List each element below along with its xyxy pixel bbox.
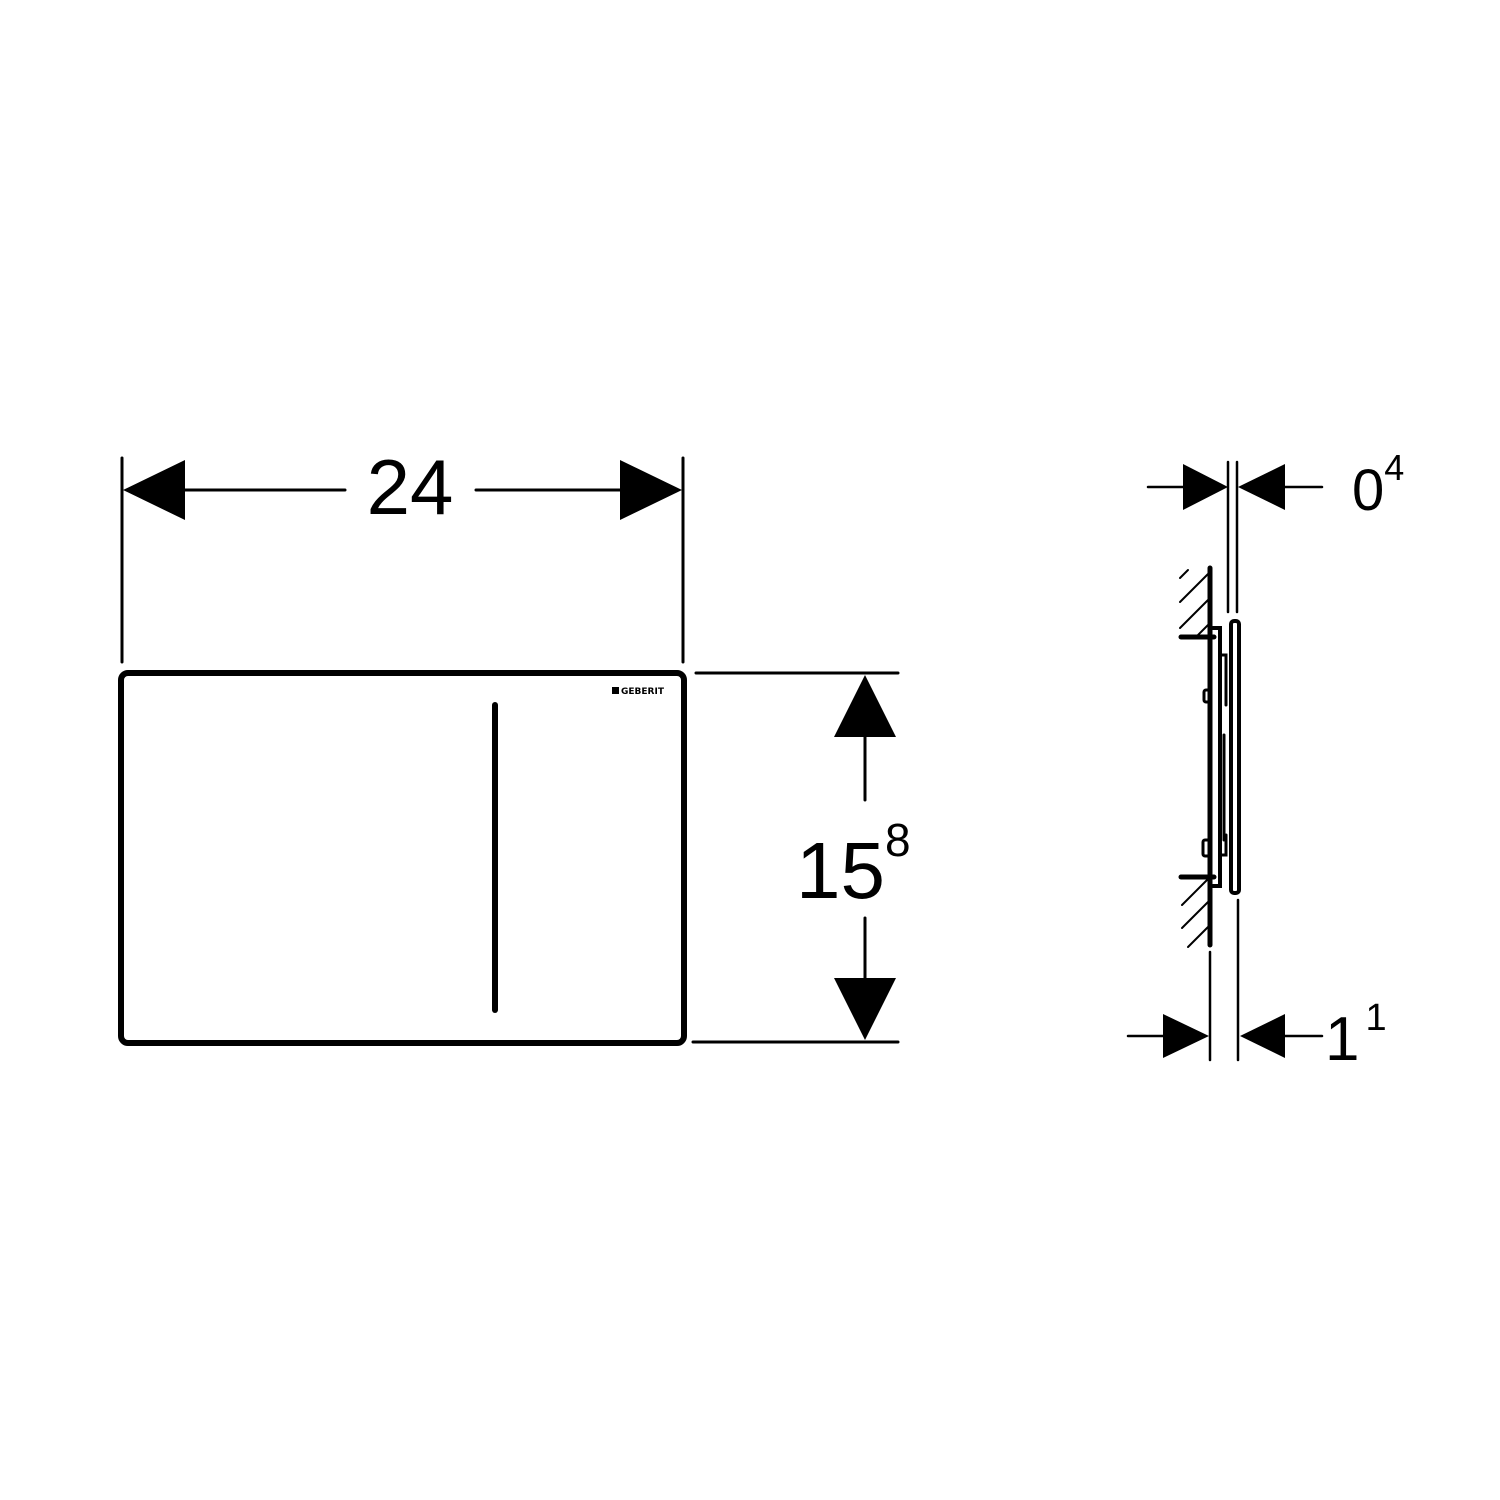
width-dimension [120, 456, 685, 664]
arrow-right-icon [620, 460, 682, 520]
arrow-left-icon [1240, 1014, 1285, 1058]
logo-text: GEBERIT [621, 687, 665, 697]
front-view [118, 670, 687, 1046]
arrow-right-icon [1183, 464, 1228, 510]
arrow-left-icon [1238, 464, 1285, 510]
height-label: 158 [796, 814, 911, 915]
flush-plate-outline [118, 670, 687, 1046]
plate-side-profile [1229, 619, 1241, 895]
geberit-logo: GEBERIT [612, 687, 665, 697]
height-dimension [691, 671, 900, 1044]
arrow-right-icon [1163, 1014, 1209, 1058]
thickness-label-top: 04 [1352, 447, 1404, 523]
side-view [1178, 460, 1241, 1062]
arrow-left-icon [123, 460, 185, 520]
logo-square-icon [612, 687, 619, 694]
arrow-down-icon [834, 978, 896, 1040]
width-label: 24 [367, 443, 454, 531]
arrow-up-icon [834, 675, 896, 737]
